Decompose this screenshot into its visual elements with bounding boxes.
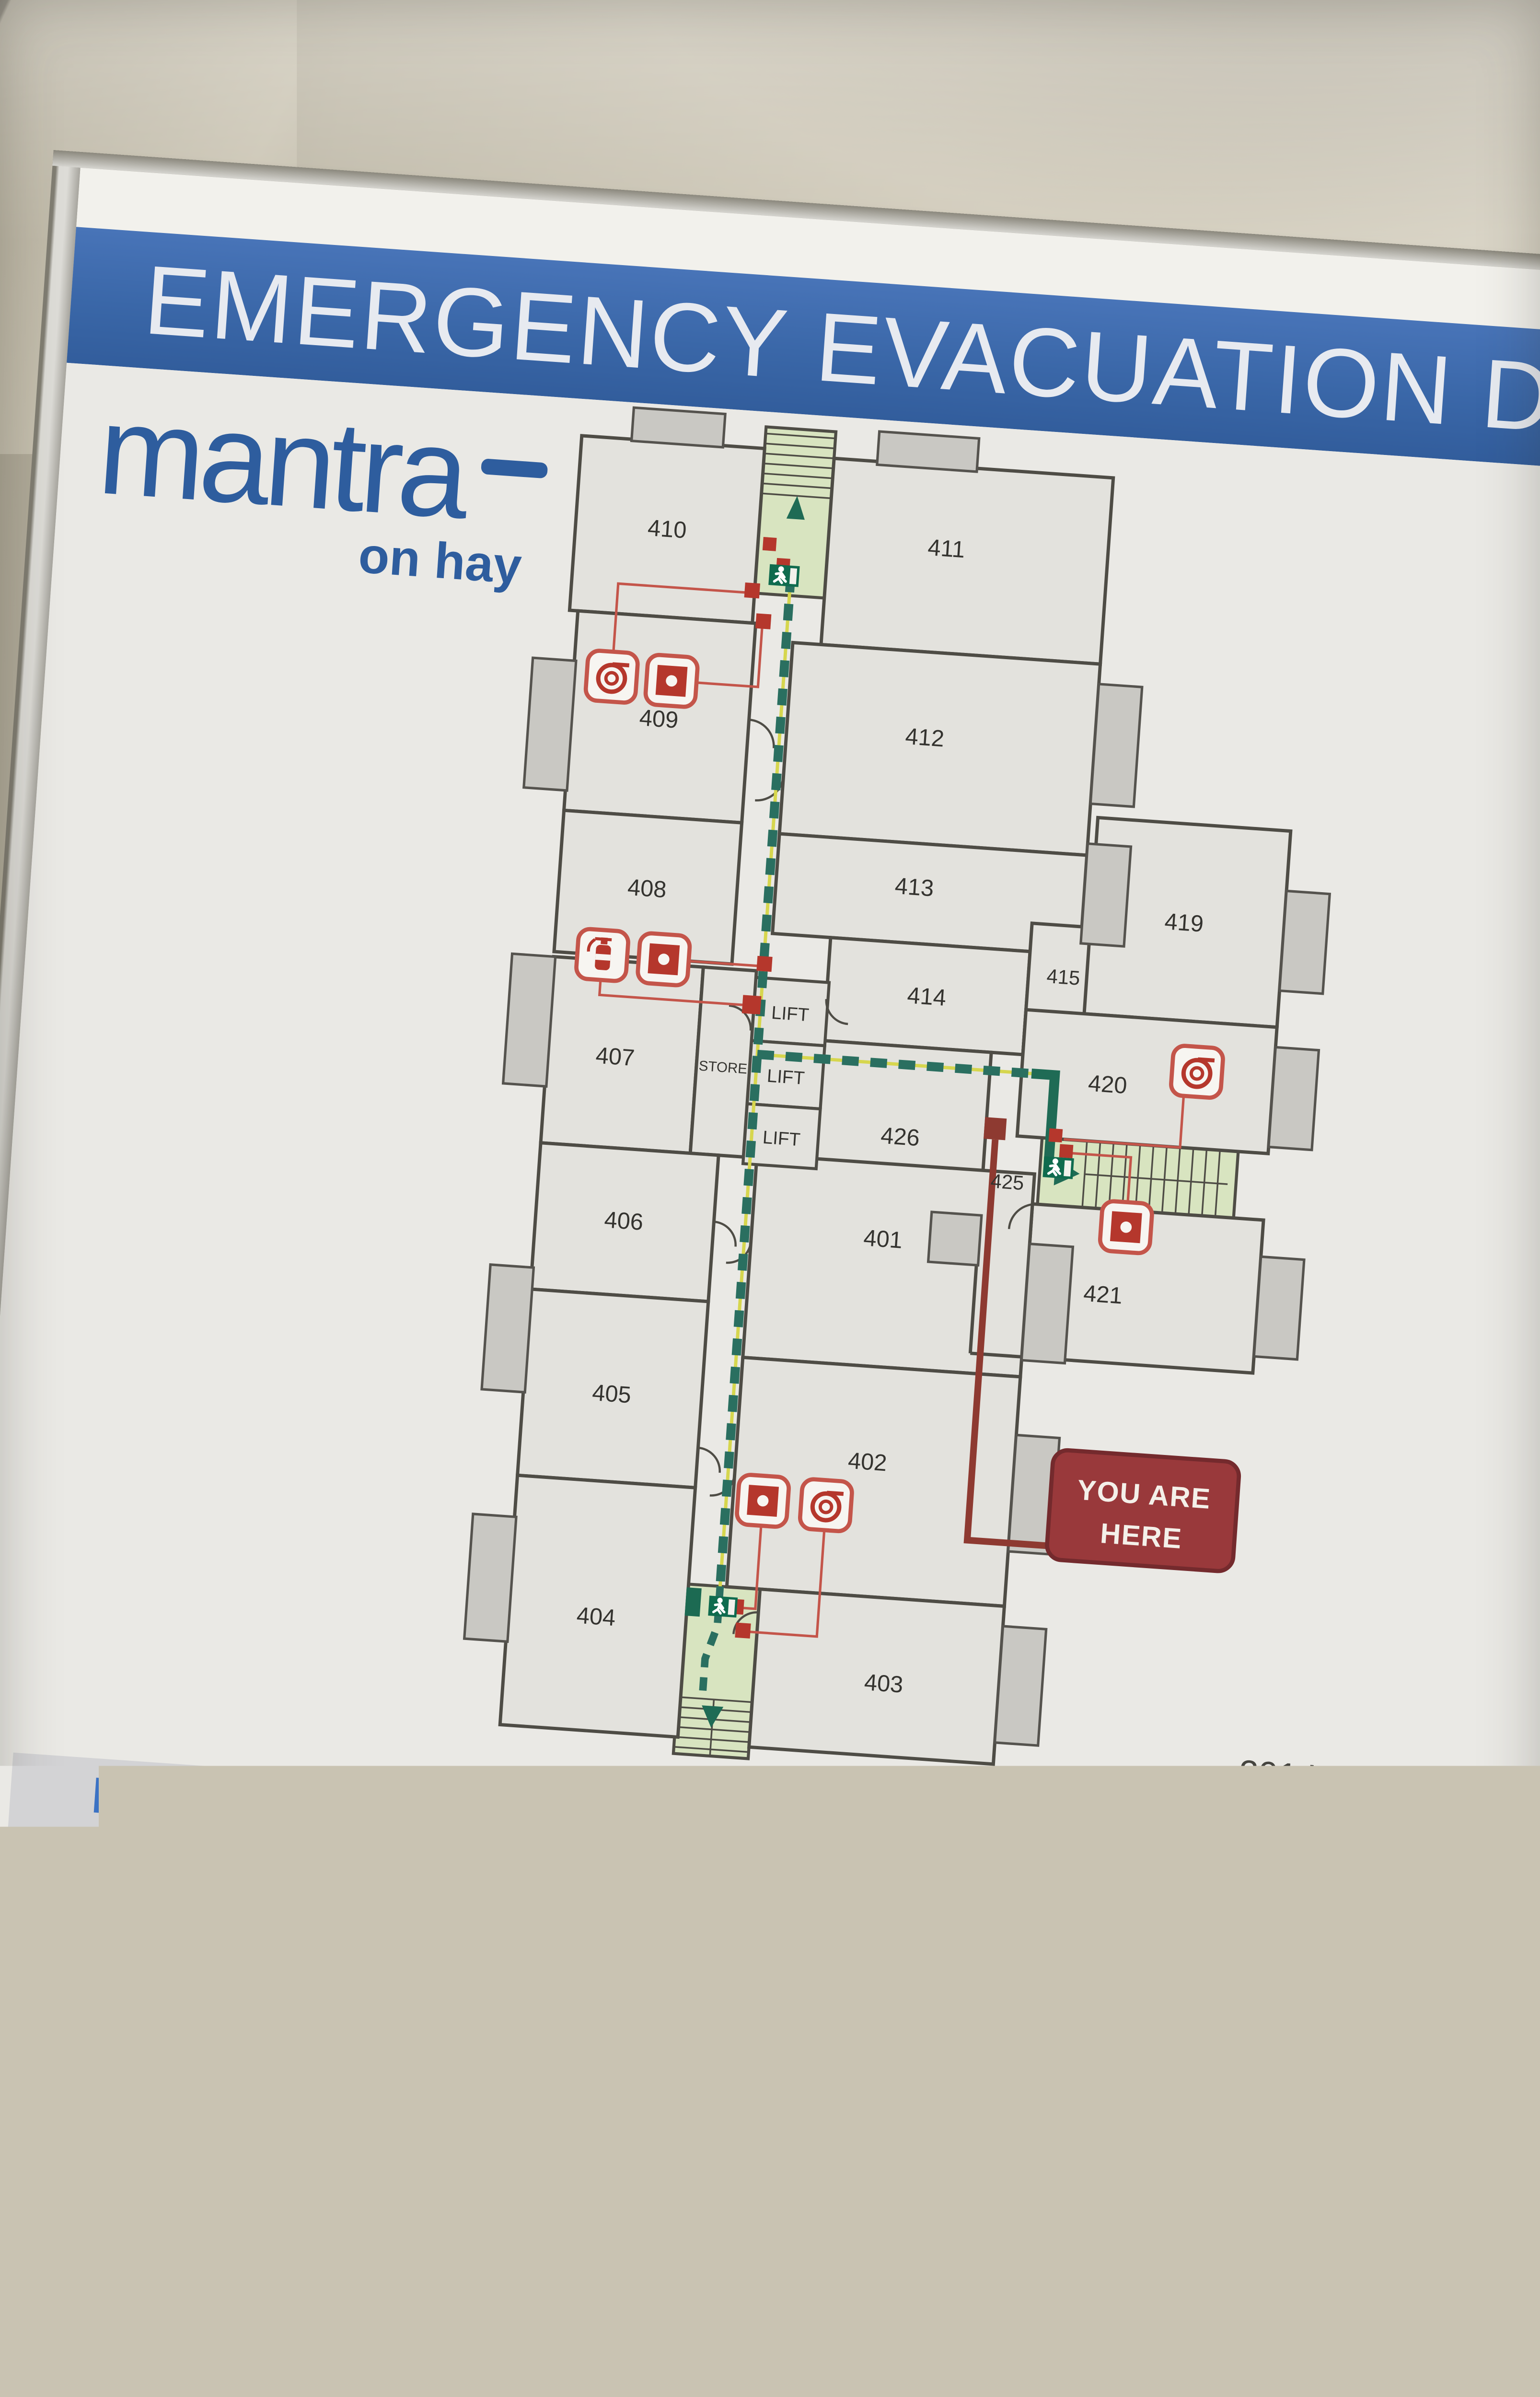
room-label-402: 402 [847, 1448, 888, 1477]
legend-item-fire-hose-reel: Fire Hose Reel [866, 2100, 1211, 2179]
fire-title: IN CASE OF FIRE [24, 1836, 475, 1928]
room-label-403: 403 [863, 1669, 904, 1698]
vendor-logo: emerging graphicspty ltd EVACUATION SIGN… [836, 2375, 1195, 2397]
fire-extinguisher-icon [576, 928, 629, 981]
legend-label: Exit [956, 2280, 1007, 2315]
room-label-426: 426 [880, 1123, 921, 1152]
room-label-414: 414 [906, 982, 947, 1011]
mantra-logo: mantra on hay [91, 390, 539, 598]
balcony [1280, 891, 1330, 993]
you-are-here-badge: YOU ARE HERE [1046, 1449, 1239, 1572]
balcony [1254, 1257, 1304, 1359]
balcony [1090, 684, 1142, 807]
balcony [524, 658, 576, 791]
site-brand-name: mantra– [1234, 2281, 1442, 2335]
step-letter-c: C [0, 2152, 83, 2274]
site-building-square [1491, 2151, 1540, 2221]
fire-hose-reel-icon [799, 1478, 853, 1532]
exit-sign-icon [708, 1595, 738, 1617]
sign-sheet: mantra on hay [0, 363, 1540, 2397]
lift-label-3: LIFT [762, 1127, 801, 1150]
legend-item-manual-call-point: Manual Call Point [872, 2009, 1217, 2085]
room-label-405: 405 [591, 1380, 632, 1408]
legend-label: Egress Path [961, 2204, 1120, 2247]
room-label-408: 408 [626, 874, 667, 903]
site-map: N mantra– on hay [1215, 2066, 1540, 2397]
room-label-411: 411 [927, 535, 966, 563]
room-label-421: 421 [1083, 1280, 1123, 1309]
step-letter-r: R [6, 1922, 99, 2008]
lift-label-2: LIFT [766, 1066, 805, 1089]
balcony [632, 407, 726, 447]
balcony [1021, 1244, 1073, 1363]
manual-call-point-icon [736, 1474, 789, 1527]
room-label-404: 404 [576, 1603, 616, 1631]
legend-label: Manual Call Point [974, 2026, 1202, 2074]
site-plan-section: SITE PLAN BENNETT STREET N [1215, 1839, 1540, 2397]
north-arrow-icon: N [1279, 2118, 1368, 2208]
room-label-410: 410 [647, 515, 687, 544]
balcony [1269, 1047, 1319, 1150]
room-label-409: 409 [638, 705, 679, 733]
room-label-406: 406 [603, 1207, 644, 1235]
balcony [928, 1212, 982, 1265]
balcony [877, 431, 979, 472]
lift-label-1: LIFT [771, 1002, 810, 1025]
room-label-419: 419 [1164, 908, 1204, 937]
legend-item-fire-extinguisher: Fire Extinguisher (Dry Chemical) [879, 1905, 1225, 1995]
step-letter-a: A [0, 2037, 91, 2123]
exit-sign-icon [768, 564, 799, 587]
legend-section: LEGEND Fire Extinguisher (Dry Chemical) [852, 1814, 1231, 2374]
manual-call-point-icon [645, 654, 698, 708]
room-label-407: 407 [595, 1043, 636, 1071]
fire-extinguisher-icon [879, 1905, 984, 1978]
egress-path-icon [860, 2199, 963, 2234]
fire-hose-reel-icon [866, 2100, 971, 2163]
manual-call-point-icon [872, 2009, 976, 2069]
legend-heading: LEGEND [885, 1824, 1230, 1906]
balcony [482, 1265, 533, 1392]
procedure-step-evacuate: E EVACUATE Evacuate via the nearest safe… [0, 2307, 811, 2397]
room-411 [821, 458, 1113, 664]
legend-label: Fire Extinguisher (Dry Chemical) [980, 1912, 1200, 1992]
route-start-dot [984, 1117, 1007, 1140]
procedure-step-alert: A ALERT OTHERS AND RAISE THE ALARM Dial … [9, 2038, 829, 2175]
floor-plan: YOU ARE HERE 410 411 409 412 408 413 407… [451, 400, 1362, 1837]
exit-sign-icon [1042, 1156, 1074, 1179]
balcony [995, 1626, 1046, 1745]
site-direction-arrow [1443, 2248, 1531, 2317]
exit-sign-icon [855, 2268, 959, 2316]
room-label-415: 415 [1046, 965, 1081, 989]
legend-item-egress-path: Egress Path [860, 2197, 1204, 2253]
room-label-413: 413 [894, 873, 935, 902]
emergency-procedures-section: EMERGENCY PROCEDURES IN CASE OF FIRE (Re… [0, 1753, 867, 2397]
north-letter: N [1297, 2148, 1334, 2173]
brand-name: mantra [95, 390, 539, 541]
legend-label: Fire Hose Reel [967, 2118, 1161, 2164]
manual-call-point-icon [1100, 1200, 1153, 1254]
site-mantra-logo: mantra– on hay [1222, 2255, 1449, 2397]
fire-hose-reel-icon [585, 650, 638, 703]
room-label-401: 401 [863, 1225, 903, 1254]
fire-note: (Remember R..A..C..E..) [497, 1886, 908, 1955]
evacuation-sign-panel: EMERGENCY EVACUATION DIAGRAM mantra on h… [0, 168, 1540, 2397]
room-label-420: 420 [1088, 1071, 1128, 1099]
room-label-425: 425 [990, 1169, 1025, 1194]
room-label-412: 412 [904, 723, 945, 752]
fire-hose-reel-icon [1170, 1045, 1224, 1098]
exit-door [684, 1587, 701, 1617]
balcony [1081, 844, 1131, 946]
step-letter-e: E [0, 2306, 72, 2397]
balcony [464, 1514, 516, 1641]
legend-item-exit: Exit [855, 2268, 1199, 2333]
procedure-step-contain: C CONTAIN THE FIRE Close doors and windo… [0, 2153, 822, 2326]
you-are-here-line2: HERE [1099, 1517, 1183, 1555]
vendor-logo-box [840, 2375, 1195, 2397]
room-label-store: STORE [698, 1058, 748, 1077]
balcony [503, 954, 556, 1086]
manual-call-point-icon [637, 932, 690, 986]
